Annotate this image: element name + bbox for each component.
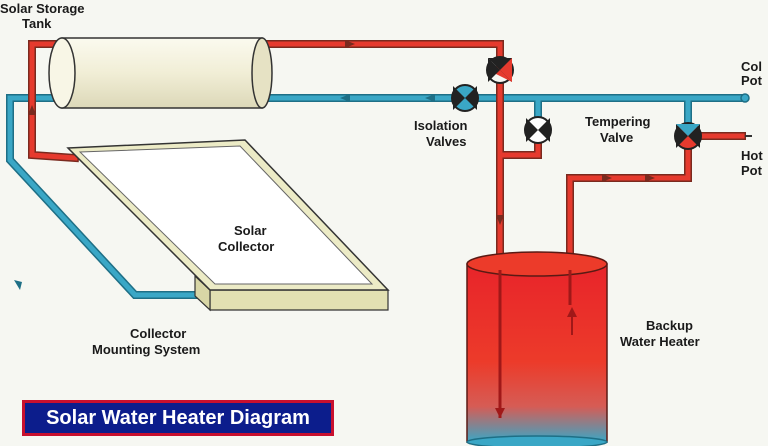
tempering-valve[interactable] [674, 122, 702, 150]
bypass-valve[interactable] [524, 116, 552, 144]
mounting-label-line1: Collector [130, 326, 186, 341]
hot-potable-label-line2: Pot [741, 163, 763, 178]
isolation-valve-hot[interactable] [486, 56, 514, 84]
mounting-label-line2: Mounting System [92, 342, 200, 357]
diagram-title-caption: Solar Water Heater Diagram [22, 400, 334, 436]
tank-label-line2: Tank [22, 16, 52, 31]
hot-potable-label-line1: Hot [741, 148, 763, 163]
tank-label-line1: Solar Storage [0, 1, 85, 16]
diagram-labels: Solar Storage Tank Solar Collector Colle… [0, 1, 763, 357]
backup-label-line1: Backup [646, 318, 693, 333]
isolation-label-line1: Isolation [414, 118, 468, 133]
tempering-label-line2: Valve [600, 130, 633, 145]
solar-storage-tank [48, 37, 273, 109]
collector-label-line2: Collector [218, 239, 274, 254]
solar-collector-panel [66, 139, 390, 312]
tempering-label-line1: Tempering [585, 114, 651, 129]
isolation-valve-cold[interactable] [451, 84, 479, 112]
backup-water-heater [466, 251, 608, 446]
isolation-label-line2: Valves [426, 134, 467, 149]
cold-potable-label-line2: Pot [741, 73, 763, 88]
backup-label-line2: Water Heater [620, 334, 700, 349]
collector-label-line1: Solar [234, 223, 267, 238]
potable-outlets [740, 93, 752, 137]
cold-potable-label-line1: Col [741, 59, 762, 74]
